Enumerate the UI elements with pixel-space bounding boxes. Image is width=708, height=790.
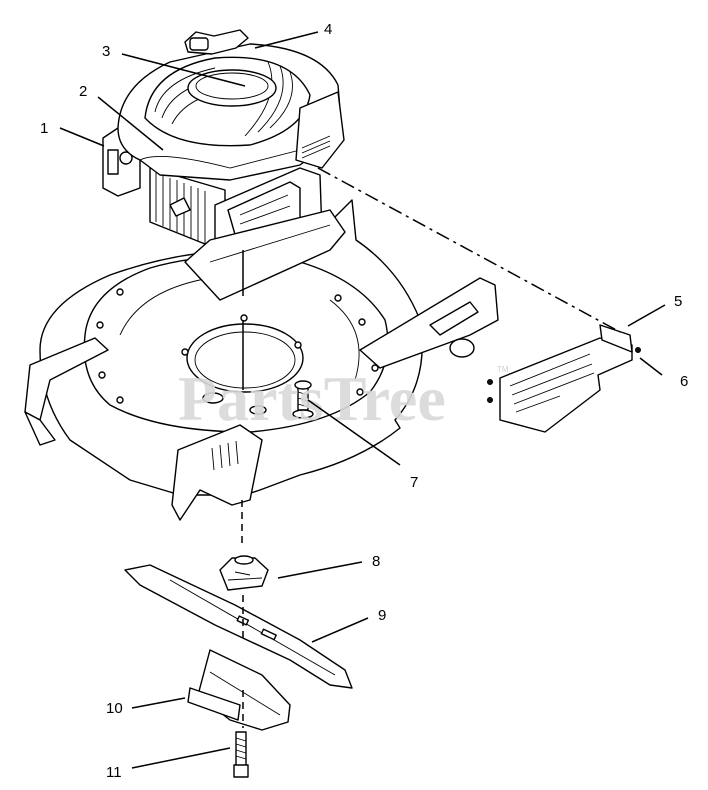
callout-7: 7 <box>410 474 418 491</box>
rear-deflector <box>487 324 641 433</box>
callout-8: 8 <box>372 553 380 570</box>
callout-4: 4 <box>324 21 332 38</box>
callout-9: 9 <box>378 607 386 624</box>
callout-1: 1 <box>40 120 48 137</box>
callout-6: 6 <box>680 373 688 390</box>
mower-deck <box>24 199 499 521</box>
blade-assembly <box>124 555 353 778</box>
watermark: PartsTree TM <box>178 363 509 434</box>
callout-10: 10 <box>106 700 123 717</box>
callout-2: 2 <box>79 83 87 100</box>
callout-leaders <box>59 31 666 769</box>
callout-labels: 1 2 3 4 5 6 7 8 9 10 11 <box>40 21 688 781</box>
callout-5: 5 <box>674 293 682 310</box>
alignment-lines <box>241 167 621 728</box>
watermark-text: PartsTree <box>178 363 446 434</box>
watermark-tm: TM <box>497 365 509 374</box>
callout-11: 11 <box>106 764 122 781</box>
callout-3: 3 <box>102 43 110 60</box>
